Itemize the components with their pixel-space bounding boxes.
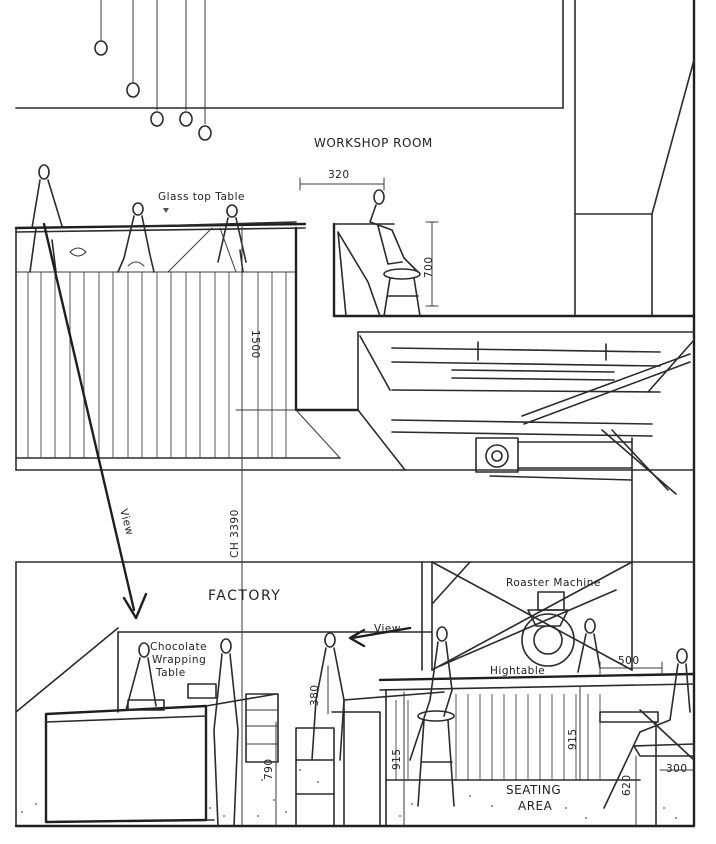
view-label-upper: View [117, 508, 136, 537]
wrapping-table [44, 683, 335, 827]
roof-structure [359, 335, 695, 495]
dim-1500: 1500 [249, 330, 261, 359]
lower-figures [125, 618, 691, 827]
pendant-lights [94, 0, 212, 141]
wood-cladding-upper [15, 271, 341, 459]
upper-figures [29, 164, 297, 273]
dim-620: 620 [621, 774, 633, 796]
text-labels: WORKSHOP ROOM Glass top Table FACTORY Ro… [117, 136, 687, 813]
chocolate-label: Chocolate [150, 641, 207, 653]
dim-500: 500 [618, 655, 640, 667]
dimension-lines [235, 177, 695, 827]
view-arrows [42, 222, 412, 648]
dim-320: 320 [328, 169, 350, 181]
factory-walls [15, 469, 695, 713]
dim-915-right: 915 [567, 728, 579, 750]
wrapping-label: Wrapping [152, 654, 206, 666]
counter-lower [331, 672, 696, 827]
dim-915-left: 915 [391, 748, 403, 770]
workshop-room-label: WORKSHOP ROOM [314, 136, 433, 150]
factory-label: FACTORY [208, 588, 281, 604]
dim-790: 790 [263, 758, 275, 780]
dim-ch3390: CH 3390 [229, 509, 241, 558]
hightable-label: Hightable [490, 665, 545, 677]
roaster-machine-label: Roaster Machine [506, 577, 601, 589]
dim-700: 700 [423, 256, 435, 278]
glass-top-table-label: Glass top Table [158, 191, 245, 203]
dim-300: 300 [666, 763, 688, 775]
workshop-figure [337, 189, 439, 317]
dim-380: 380 [309, 684, 321, 706]
building-outline [14, 0, 696, 828]
area-label: AREA [518, 799, 553, 813]
table-label: Table [155, 667, 186, 679]
floor-texture [21, 769, 677, 819]
seating-label: SEATING [506, 783, 561, 797]
roaster-bracing [431, 561, 633, 671]
view-label-lower: View [374, 623, 401, 635]
